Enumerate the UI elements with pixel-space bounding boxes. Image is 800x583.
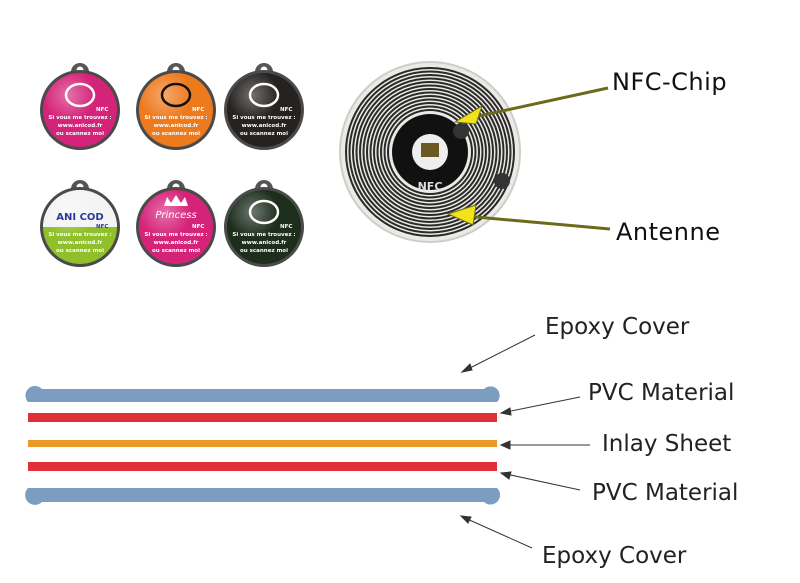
gloss-highlight (139, 190, 213, 264)
tag-text: Si vous me trouvez : (48, 232, 111, 238)
tag-text: Si vous me trouvez : (144, 232, 207, 238)
tag-text: www.anicod.fr (242, 240, 287, 246)
antenna-turn (348, 70, 512, 234)
gloss-highlight (227, 190, 301, 264)
fish-bone-icon (248, 82, 280, 108)
chip-pad (453, 123, 469, 139)
tag-text: ou scannez moi (152, 131, 200, 137)
pet-tags-group: NFC Si vous me trouvez : www.anicod.fr ou s… (40, 63, 304, 267)
butterfly-icon (64, 82, 96, 108)
inlay-layer (28, 440, 497, 447)
tag-text: ou scannez moi (152, 248, 200, 254)
layer-stack (25, 334, 590, 549)
epoxy-cover-bottom-label: Epoxy Cover (542, 543, 687, 569)
antenna-turn (380, 102, 480, 202)
pet-tag-paw: NFC Si vous me trouvez : www.anicod.fr ou s… (224, 180, 304, 267)
anicod-logo: ANI COD (56, 212, 103, 223)
antenna-turn (355, 77, 505, 227)
antenna-label: Antenne (616, 218, 721, 246)
pvc-material-top-label: PVC Material (588, 380, 735, 406)
pvc-top-layer (28, 413, 497, 422)
antenna-turn (387, 109, 473, 195)
tag-text: Si vous me trouvez : (232, 115, 295, 121)
gloss-highlight (43, 190, 117, 264)
antenna-turn (352, 74, 508, 230)
pet-tag-dog: NFC Si vous me trouvez : www.anicod.fr ou s… (136, 63, 216, 150)
gloss-highlight (43, 73, 117, 147)
epoxy-top-layer (25, 385, 500, 402)
nfc-mark: NFC (96, 224, 108, 230)
nfc-mark: NFC (280, 224, 292, 230)
antenna-arrow-head (446, 204, 477, 226)
chip-arrow-head (453, 104, 483, 125)
tag-text: www.anicod.fr (58, 123, 103, 129)
tag-text: www.anicod.fr (154, 123, 199, 129)
antenna-turn (369, 91, 491, 213)
chip-arrow (469, 86, 609, 120)
inlay-sheet-label: Inlay Sheet (602, 431, 732, 457)
nfc-inlay: NFC (339, 61, 611, 243)
dog-face-icon (160, 82, 192, 108)
tag-text: www.anicod.fr (154, 240, 199, 246)
antenna-turn (345, 67, 515, 237)
antenna-coil (345, 67, 515, 237)
tag-text: Si vous me trouvez : (232, 232, 295, 238)
antenna-turn (373, 95, 487, 209)
chip-pad (494, 173, 510, 189)
paw-icon (248, 199, 280, 225)
tag-text: ou scannez moi (240, 248, 288, 254)
tag-text: ou scannez moi (240, 131, 288, 137)
nfc-mark: NFC (96, 107, 108, 113)
tag-text: ou scannez moi (56, 131, 104, 137)
pet-tag-fish: NFC Si vous me trouvez : www.anicod.fr ou s… (224, 63, 304, 150)
pet-tag-butterfly: NFC Si vous me trouvez : www.anicod.fr ou s… (40, 63, 120, 150)
gloss-highlight (227, 73, 301, 147)
tag-text: www.anicod.fr (58, 240, 103, 246)
tag-text: Si vous me trouvez : (144, 115, 207, 121)
antenna-turn (376, 98, 484, 206)
nfc-center-text: NFC (418, 180, 443, 193)
antenna-turn (383, 105, 477, 199)
crown-icon (164, 195, 188, 206)
princess-text: Princess (155, 210, 196, 221)
epoxy-bottom-layer (25, 488, 501, 505)
nfc-mark: NFC (280, 107, 292, 113)
nfc-logo (421, 143, 439, 157)
gloss-highlight (139, 73, 213, 147)
antenna-turn (362, 84, 498, 220)
tag-text: www.anicod.fr (242, 123, 287, 129)
nfc-mark: NFC (192, 107, 204, 113)
tag-text: Si vous me trouvez : (48, 115, 111, 121)
pvc-material-bottom-label: PVC Material (592, 480, 739, 506)
pvc-bottom-layer (28, 462, 497, 471)
antenna-turn (366, 88, 494, 216)
antenna-arrow (464, 214, 611, 231)
tag-text: ou scannez moi (56, 248, 104, 254)
nfc-mark: NFC (192, 224, 204, 230)
antenna-turn (359, 81, 501, 223)
epoxy-cover-top-label: Epoxy Cover (545, 314, 690, 340)
nfc-chip-label: NFC-Chip (612, 68, 728, 96)
